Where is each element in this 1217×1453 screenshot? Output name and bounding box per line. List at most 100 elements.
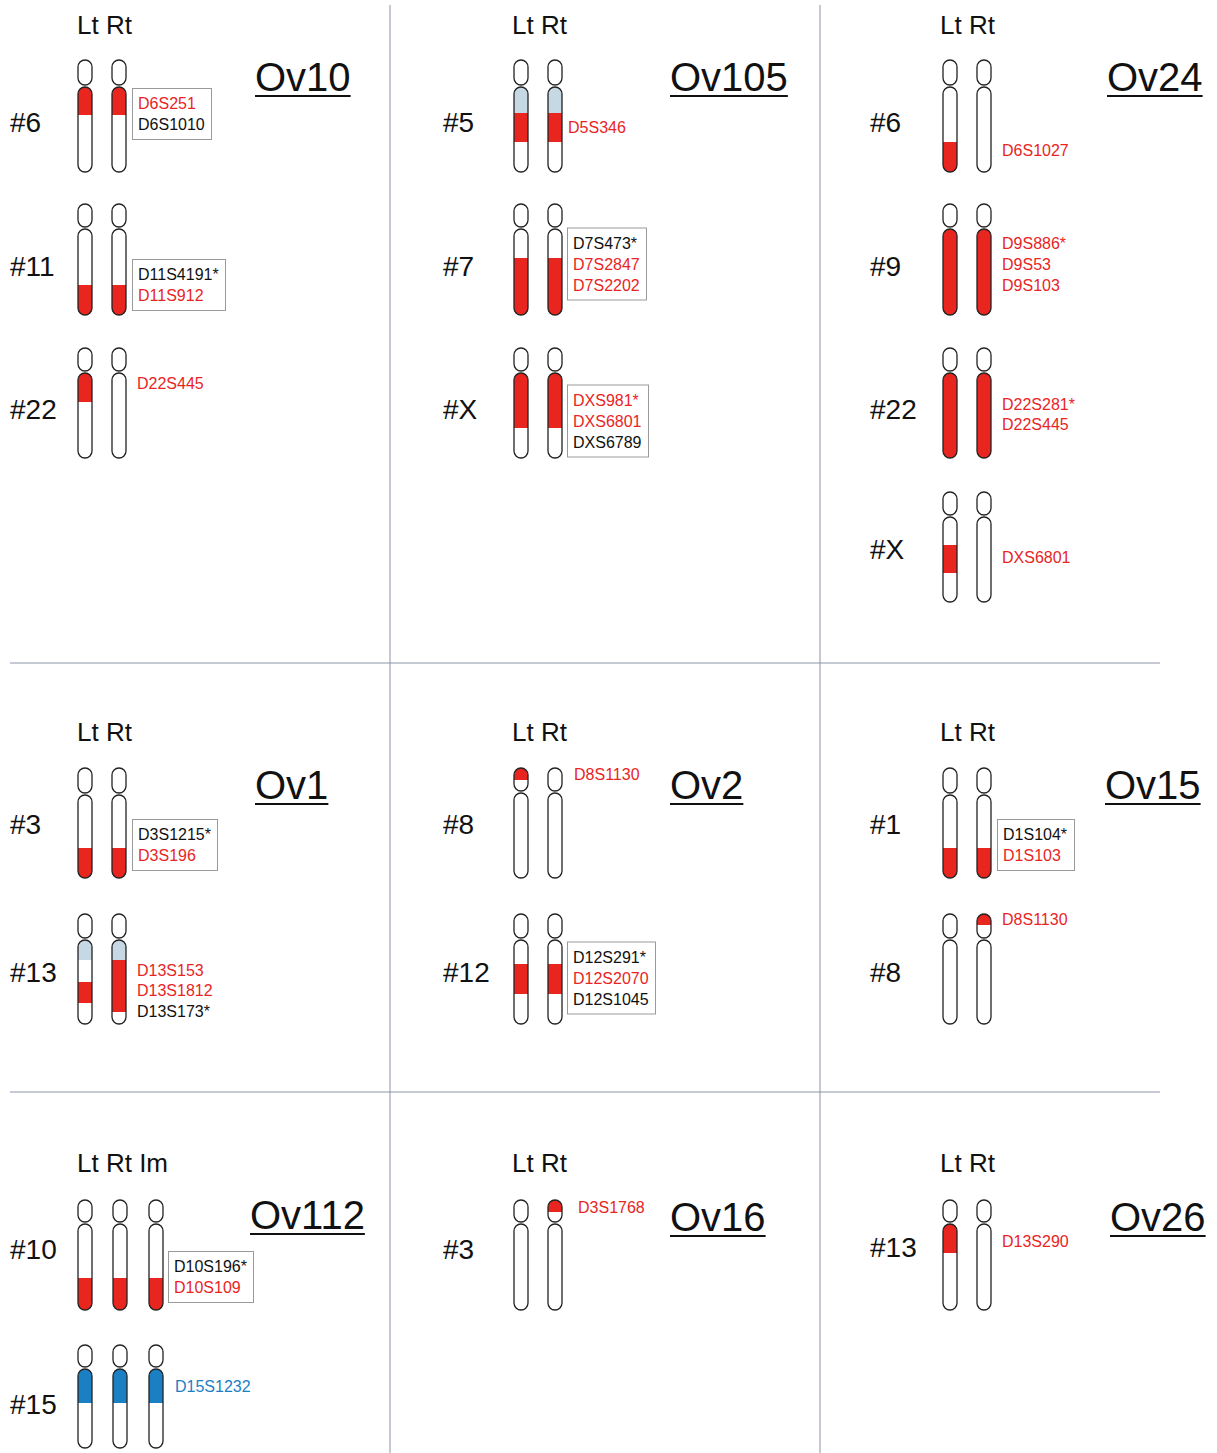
chromosome-ideogram — [548, 768, 562, 878]
chromosome-number: #X — [443, 395, 477, 426]
marker-name: D8S1130 — [574, 766, 640, 784]
sample-name: Ov15 — [1105, 763, 1201, 807]
marker-box: D3S1215*D3S196 — [132, 819, 218, 871]
side-header: Lt Rt — [940, 11, 995, 40]
chromosome-ideogram — [78, 1345, 92, 1448]
chromosome-ideogram — [149, 1200, 163, 1310]
chromosome-number: #5 — [443, 108, 474, 139]
chromosome-number: #13 — [10, 958, 57, 989]
chromosome-ideogram — [943, 60, 957, 172]
chromosome-ideogram — [548, 914, 562, 1024]
chromosome-ideogram — [112, 768, 126, 878]
marker-box: D10S196*D10S109 — [168, 1251, 254, 1303]
chromosome-ideogram — [977, 768, 991, 878]
chromosome-ideogram — [548, 60, 562, 172]
side-header: Lt Rt Im — [77, 1149, 168, 1178]
chromosome-ideogram — [514, 204, 528, 315]
side-header: Lt Rt — [77, 718, 132, 747]
chromosome-ideogram — [514, 768, 528, 878]
marker-name: D5S346 — [568, 119, 626, 137]
chromosome-ideogram — [78, 1200, 92, 1310]
marker-name: D9S53 — [1002, 256, 1051, 274]
chromosome-number: #6 — [10, 108, 41, 139]
chromosome-ideogram — [112, 348, 126, 458]
side-header: Lt Rt — [940, 718, 995, 747]
marker-name: D3S1768 — [578, 1199, 645, 1217]
chromosome-ideogram — [112, 60, 126, 172]
panel-divider — [10, 1092, 1160, 1093]
chromosome-ideogram — [943, 914, 957, 1024]
chromosome-ideogram — [943, 348, 957, 458]
marker-box: DXS981*DXS6801DXS6789 — [567, 385, 649, 458]
chromosome-number: #11 — [10, 252, 55, 283]
marker-name: D11S4191* — [138, 264, 219, 285]
chromosome-ideogram — [977, 60, 991, 172]
marker-name: D3S196 — [138, 845, 211, 866]
chromosome-number: #15 — [10, 1390, 57, 1421]
marker-name: D22S445 — [137, 375, 204, 393]
chromosome-number: #6 — [870, 108, 901, 139]
panel-divider — [10, 663, 1160, 664]
marker-name: D7S2847 — [573, 254, 640, 275]
chromosome-ideogram — [78, 60, 92, 172]
chromosome-number: #3 — [10, 810, 41, 841]
sample-name: Ov26 — [1110, 1195, 1206, 1239]
chromosome-ideogram — [977, 204, 991, 315]
chromosome-ideogram — [977, 348, 991, 458]
marker-name: D7S473* — [573, 233, 640, 254]
marker-box: D6S251D6S1010 — [132, 88, 212, 140]
chromosome-number: #8 — [443, 810, 474, 841]
chromosome-number: #13 — [870, 1233, 917, 1264]
chromosome-ideogram — [78, 914, 92, 1024]
marker-box: D11S4191*D11S912 — [132, 259, 226, 311]
marker-name: D8S1130 — [1002, 911, 1068, 929]
chromosome-ideogram — [78, 348, 92, 458]
marker-name: D22S445 — [1002, 416, 1069, 434]
marker-name: D3S1215* — [138, 824, 211, 845]
marker-name: D6S1010 — [138, 114, 205, 135]
marker-name: D1S103 — [1003, 845, 1068, 866]
chromosome-number: #22 — [10, 395, 57, 426]
marker-name: D13S153 — [137, 962, 204, 980]
side-header: Lt Rt — [77, 11, 132, 40]
chromosome-ideogram — [112, 204, 126, 315]
chromosome-ideogram — [514, 60, 528, 172]
marker-name: DXS6789 — [573, 432, 642, 453]
side-header: Lt Rt — [512, 11, 567, 40]
marker-name: D10S109 — [174, 1277, 247, 1298]
sample-name: Ov1 — [255, 763, 328, 807]
chromosome-ideogram — [149, 1345, 163, 1448]
chromosome-ideogram — [943, 768, 957, 878]
marker-name: D11S912 — [138, 285, 219, 306]
marker-name: D1S104* — [1003, 824, 1068, 845]
marker-name: D9S103 — [1002, 277, 1060, 295]
side-header: Lt Rt — [512, 1149, 567, 1178]
marker-name: D6S1027 — [1002, 142, 1069, 160]
chromosome-ideogram — [514, 914, 528, 1024]
marker-name: D15S1232 — [175, 1378, 251, 1396]
chromosome-ideogram — [113, 1345, 127, 1448]
sample-name: Ov24 — [1107, 55, 1203, 99]
chromosome-ideogram — [943, 204, 957, 315]
marker-name: DXS6801 — [1002, 549, 1071, 567]
marker-name: D13S290 — [1002, 1233, 1069, 1251]
chromosome-ideogram — [78, 204, 92, 315]
marker-name: D13S1812 — [137, 982, 213, 1000]
chromosome-ideogram — [548, 348, 562, 458]
sample-name: Ov105 — [670, 55, 788, 99]
sample-name: Ov2 — [670, 763, 743, 807]
chromosome-ideogram — [943, 492, 957, 602]
side-header: Lt Rt — [940, 1149, 995, 1178]
chromosome-ideogram — [977, 914, 991, 1024]
chromosome-number: #10 — [10, 1235, 57, 1266]
marker-name: D9S886* — [1002, 235, 1066, 253]
marker-box: D1S104*D1S103 — [997, 819, 1075, 871]
marker-name: D10S196* — [174, 1256, 247, 1277]
sample-name: Ov10 — [255, 55, 351, 99]
marker-name: D12S1045 — [573, 989, 649, 1010]
sample-name: Ov16 — [670, 1195, 766, 1239]
chromosome-ideogram — [977, 492, 991, 602]
chromosome-number: #22 — [870, 395, 917, 426]
marker-name: D6S251 — [138, 93, 205, 114]
marker-name: DXS981* — [573, 390, 642, 411]
